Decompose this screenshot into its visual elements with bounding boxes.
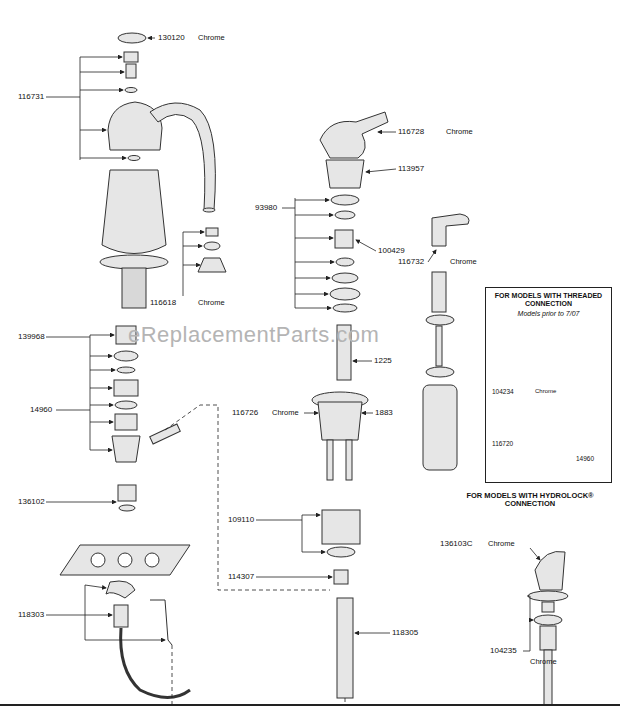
finish-label: Chrome [450, 258, 477, 266]
callout-number: 104234 [492, 388, 514, 395]
callout-number: 104235 [490, 647, 517, 656]
callout-number: 14960 [576, 455, 594, 462]
finish-label: Chrome [488, 540, 515, 548]
finish-label: Chrome [446, 128, 473, 136]
callout-number: 1225 [374, 357, 392, 366]
callout-number: 136102 [18, 498, 45, 507]
callout-number: 130120 [158, 34, 185, 43]
box-heading: FOR MODELS WITH THREADED CONNECTION [490, 292, 607, 309]
callout-number: 109110 [228, 516, 254, 525]
finish-label: Chrome [530, 658, 557, 666]
callout-number: 116731 [18, 93, 44, 102]
callout-number: 136103C [440, 540, 472, 549]
callout-number: 1883 [375, 409, 393, 418]
callout-number: 100429 [378, 247, 405, 256]
callout-number: 139968 [18, 333, 45, 342]
callout-number: 114307 [228, 573, 254, 582]
callout-number: 116618 [150, 299, 176, 308]
finish-label: Chrome [272, 409, 299, 417]
callout-number: 113957 [398, 165, 424, 174]
watermark: eReplacementParts.com [128, 323, 379, 347]
callout-number: 116726 [232, 409, 258, 418]
variant-box: FOR MODELS WITH THREADED CONNECTIONModel… [485, 287, 612, 483]
section-note: FOR MODELS WITH HYDROLOCK® CONNECTION [455, 492, 605, 509]
finish-label: Chrome [198, 299, 225, 307]
callout-number: 14960 [30, 406, 52, 415]
finish-label: Chrome [198, 34, 225, 42]
callout-number: 118305 [392, 629, 418, 638]
callout-number: 118303 [18, 611, 44, 620]
box-note: Models prior to 7/07 [490, 309, 607, 318]
finish-label: Chrome [535, 388, 556, 395]
callout-number: 116732 [398, 258, 424, 267]
callout-number: 116720 [492, 440, 513, 447]
callout-number: 93980 [255, 204, 277, 213]
callout-number: 116728 [398, 128, 424, 137]
